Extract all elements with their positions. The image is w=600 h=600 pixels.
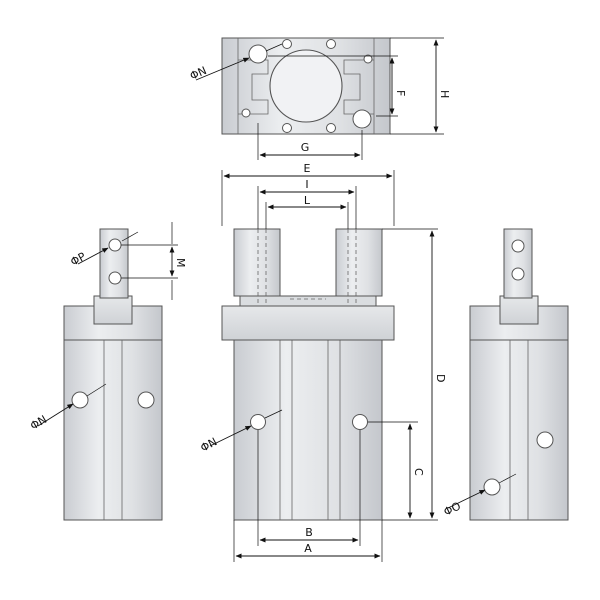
label-e: E — [304, 162, 311, 175]
left-view-finger-hole — [108, 238, 122, 252]
left-view-finger-hole — [108, 271, 122, 285]
label-c: C — [412, 468, 425, 476]
label-phi-p: ΦP — [68, 250, 88, 269]
label-d: D — [434, 374, 447, 382]
label-phi-n-front: ΦN — [198, 435, 219, 454]
front-view — [221, 170, 438, 562]
top-view-right-slot — [343, 59, 374, 115]
front-view-hole — [352, 414, 368, 430]
right-view-hole — [483, 478, 501, 496]
top-view-hole — [352, 109, 372, 129]
label-a: A — [304, 542, 312, 555]
left-side-view — [63, 228, 178, 521]
leader-lines — [37, 43, 517, 509]
right-side-view — [469, 228, 569, 521]
right-view-finger — [503, 228, 533, 299]
label-f: F — [394, 90, 407, 96]
top-view-hole — [248, 44, 268, 64]
label-i: I — [305, 178, 308, 191]
front-view-cap — [221, 305, 395, 341]
label-b: B — [305, 526, 313, 539]
label-g: G — [301, 141, 310, 154]
label-l: L — [304, 194, 311, 207]
label-phi-n-left: ΦN — [28, 413, 49, 433]
top-view — [221, 37, 444, 160]
left-view-hole — [71, 391, 89, 409]
dimension-lines — [169, 39, 439, 559]
left-view-body — [63, 305, 163, 521]
label-h: H — [438, 90, 451, 98]
front-view-right-finger — [335, 228, 383, 297]
top-view-bore — [269, 49, 343, 123]
label-phi-n-top: ΦN — [188, 64, 209, 83]
top-view-left-slot — [238, 59, 269, 115]
front-view-left-finger — [233, 228, 281, 297]
front-view-hole — [250, 414, 266, 430]
label-m: M — [174, 258, 187, 268]
